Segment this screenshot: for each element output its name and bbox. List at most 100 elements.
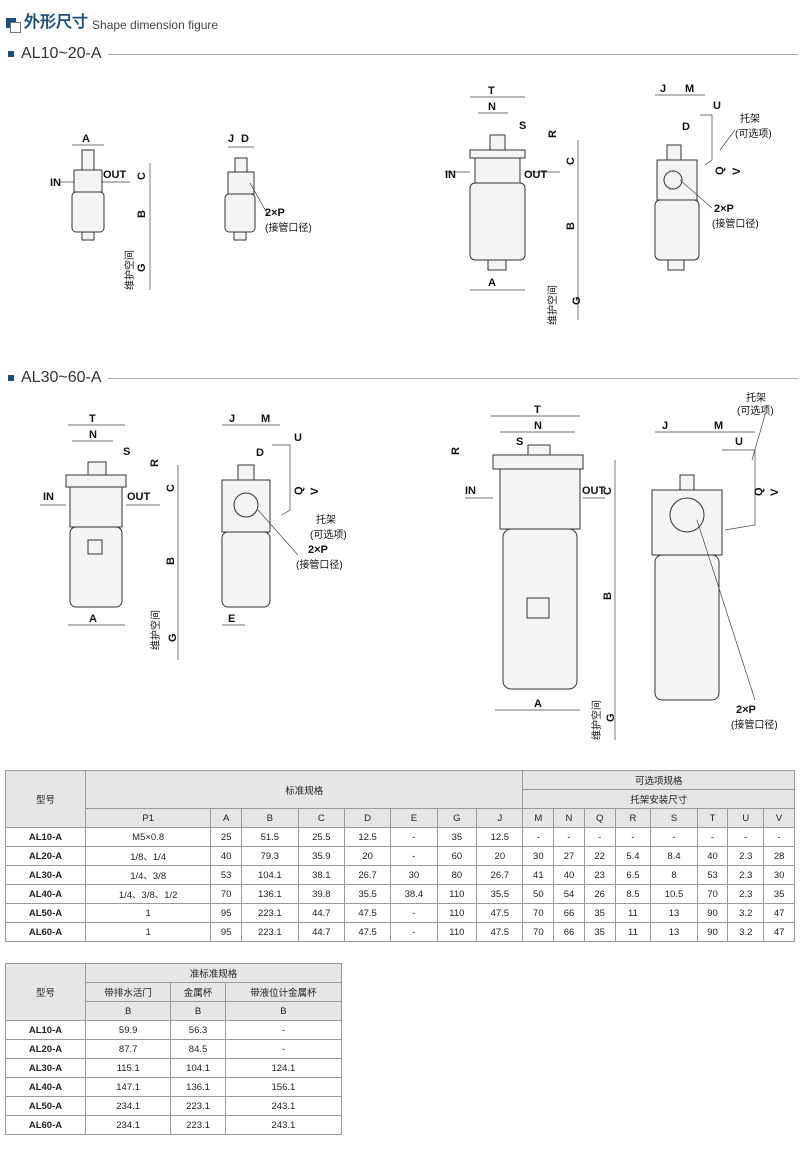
table-cell: 20 (343, 846, 392, 866)
table-cell: - (224, 1020, 343, 1040)
dimension-label: A (534, 698, 542, 710)
dimension-label: 2×P (265, 207, 285, 219)
divider (107, 377, 798, 379)
dimension-label: IN (445, 169, 456, 181)
model-cell: AL50-A (5, 1096, 86, 1116)
dimension-label: Q (714, 166, 726, 175)
model-cell: AL10-A (5, 827, 86, 847)
dimension-label: D (256, 447, 264, 459)
model-cell: AL40-A (5, 884, 86, 904)
dimension-label: V (731, 167, 743, 175)
dimension-label: E (228, 613, 235, 625)
dimension-label: 2×P (736, 704, 756, 716)
table-cell: 110 (436, 903, 478, 923)
dimension-label: Q (753, 487, 765, 496)
table-cell: 26.7 (343, 865, 392, 885)
column-header: 金属杯 (170, 982, 226, 1002)
column-header-r: R (614, 808, 652, 828)
table-cell: 35 (583, 922, 616, 942)
model-cell: AL20-A (5, 846, 86, 866)
table-cell: 35 (436, 827, 478, 847)
table-cell: 30 (522, 846, 555, 866)
table-cell: 44.7 (297, 922, 345, 942)
table-cell: 80 (436, 865, 478, 885)
table-cell: 66 (553, 922, 585, 942)
model-cell: AL30-A (5, 1058, 86, 1078)
table-cell: 156.1 (224, 1077, 343, 1097)
table-cell: 38.4 (390, 884, 438, 904)
dimension-label: R (547, 130, 559, 138)
table-cell: 30 (763, 865, 795, 885)
table-cell: 12.5 (343, 827, 392, 847)
table-cell: 8.4 (650, 846, 698, 866)
table-cell: 223.1 (170, 1115, 226, 1135)
table-cell: 25.5 (297, 827, 345, 847)
dimension-label: D (241, 133, 249, 145)
dimension-label: (可选项) (310, 528, 347, 541)
table-cell: 47.5 (476, 903, 524, 923)
table-cell: - (390, 903, 438, 923)
table-cell: - (390, 846, 438, 866)
column-header-b: B (240, 808, 299, 828)
table-cell: 50 (522, 884, 555, 904)
dimension-label: G (605, 713, 617, 722)
header-square-icon (6, 18, 21, 33)
table-cell: 2.3 (727, 865, 765, 885)
table-cell: 104.1 (240, 865, 299, 885)
model-cell: AL20-A (5, 1039, 86, 1059)
model-header: 型号 (5, 963, 86, 1021)
column-header-e: E (390, 808, 438, 828)
dimension-label: OUT (524, 169, 548, 181)
dimension-label: N (488, 101, 496, 113)
table-cell: 1/4、3/8 (84, 865, 212, 885)
table-cell: 104.1 (170, 1058, 226, 1078)
table-cell: - (522, 827, 555, 847)
dimension-label: V (769, 488, 781, 496)
table-cell: - (583, 827, 616, 847)
table-cell: 40 (696, 846, 729, 866)
dimension-label: J (228, 133, 234, 145)
dimension-label: (接管口径) (296, 558, 343, 571)
table-cell: 10.5 (650, 884, 698, 904)
dimension-label: B (136, 210, 148, 218)
subsection-title: AL10~20-A (21, 45, 102, 62)
dimension-label: S (519, 120, 526, 132)
table-cell: 53 (210, 865, 242, 885)
dimension-label: IN (465, 485, 476, 497)
table-cell: 35.5 (343, 884, 392, 904)
dimension-label: 托架 (746, 391, 766, 404)
dimension-label: A (82, 133, 90, 145)
table-cell: 70 (522, 922, 555, 942)
table-cell: 23 (583, 865, 616, 885)
dimension-label: 2×P (714, 203, 734, 215)
table-cell: 5.4 (614, 846, 652, 866)
table-cell: M5×0.8 (84, 827, 212, 847)
table-cell: 3.2 (727, 903, 765, 923)
dimension-label: M (261, 413, 270, 425)
dimension-label: T (534, 404, 541, 416)
table-cell: 53 (696, 865, 729, 885)
column-header-t: T (696, 808, 729, 828)
dimension-label: OUT (127, 491, 151, 503)
table-cell: 6.5 (614, 865, 652, 885)
dimension-label: U (735, 436, 743, 448)
table-cell: 44.7 (297, 903, 345, 923)
table-cell: 60 (436, 846, 478, 866)
table-cell: 95 (210, 922, 242, 942)
table-cell: 40 (553, 865, 585, 885)
model-cell: AL50-A (5, 903, 86, 923)
bullet-icon (8, 375, 14, 381)
dimension-label: B (565, 222, 577, 230)
table-cell: 1/8、1/4 (84, 846, 212, 866)
table-cell: 47 (763, 922, 795, 942)
dimension-label: B (602, 592, 614, 600)
table-cell: - (390, 827, 438, 847)
dimension-label: T (89, 413, 96, 425)
table-cell: 25 (210, 827, 242, 847)
dimension-label: S (516, 436, 523, 448)
